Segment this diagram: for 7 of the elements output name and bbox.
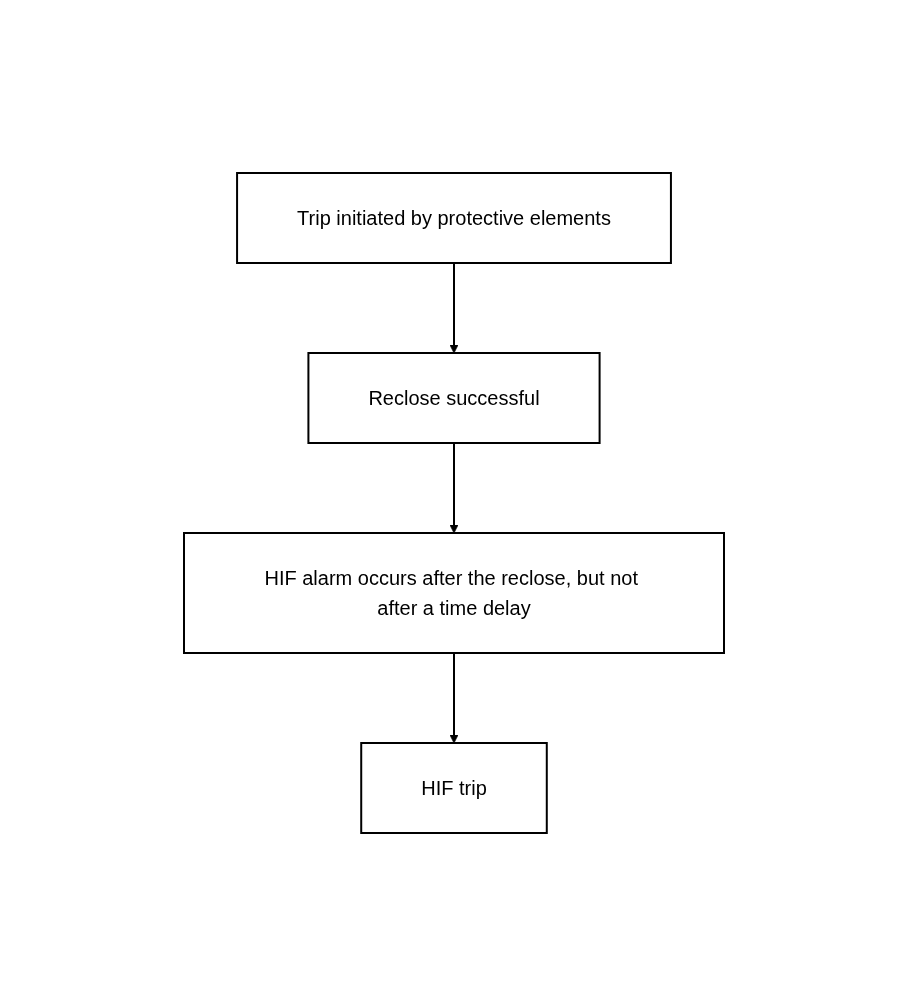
node-box: Trip initiated by protective elements: [235, 172, 672, 264]
node-box: HIF alarm occurs after the reclose, but not after a time delay: [182, 532, 725, 654]
arrow: [449, 442, 458, 534]
arrow: [449, 652, 458, 744]
node-box: Reclose successful: [306, 352, 601, 444]
arrow: [449, 262, 458, 354]
node-box: HIF trip: [359, 742, 548, 834]
